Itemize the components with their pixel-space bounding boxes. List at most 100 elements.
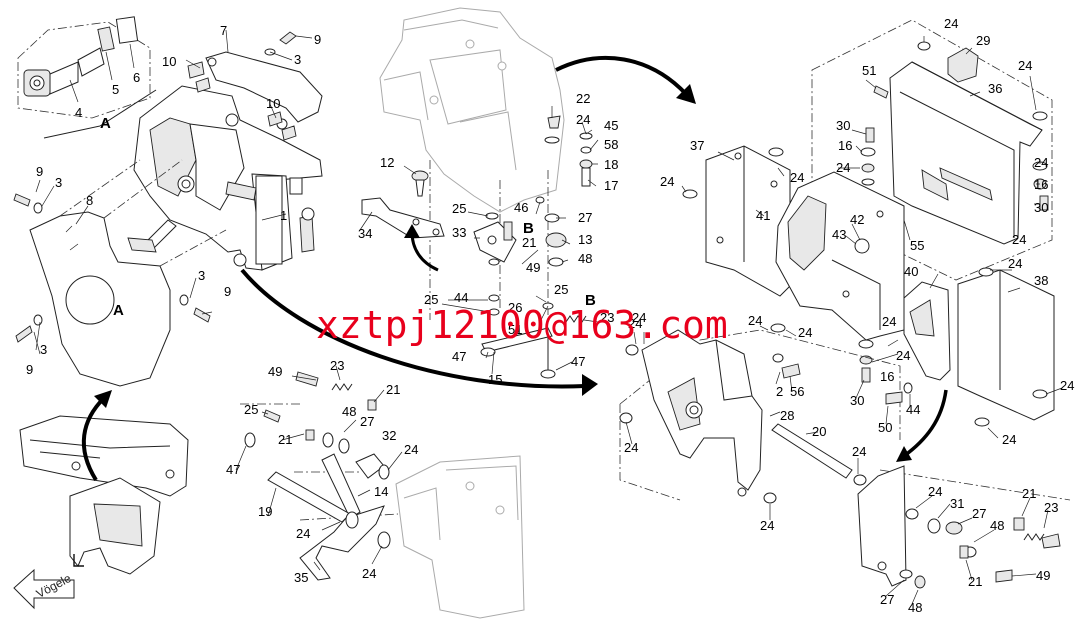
position-number-n24o: 24 bbox=[896, 348, 910, 363]
position-number-n41: 41 bbox=[756, 208, 770, 223]
switch-detail bbox=[23, 16, 139, 103]
position-number-n8: 8 bbox=[86, 193, 93, 208]
position-number-n37: 37 bbox=[690, 138, 704, 153]
position-number-n24e: 24 bbox=[362, 566, 376, 581]
position-number-n49a: 49 bbox=[526, 260, 540, 275]
position-number-n13: 13 bbox=[578, 232, 592, 247]
position-number-n49b: 49 bbox=[268, 364, 282, 379]
position-number-n27c: 27 bbox=[972, 506, 986, 521]
position-number-n30a: 30 bbox=[836, 118, 850, 133]
position-number-n16a: 16 bbox=[838, 138, 852, 153]
pedal-linkage-bottom bbox=[240, 371, 525, 619]
position-number-n32: 32 bbox=[382, 428, 396, 443]
position-number-n24l: 24 bbox=[1008, 256, 1022, 271]
position-number-n48d: 48 bbox=[908, 600, 922, 615]
position-number-n44a: 44 bbox=[454, 290, 468, 305]
position-number-n9b: 9 bbox=[36, 164, 43, 179]
position-number-n23b: 23 bbox=[330, 358, 344, 373]
position-number-n48a: 48 bbox=[578, 251, 592, 266]
position-number-n51b: 51 bbox=[862, 63, 876, 78]
position-number-n2: 2 bbox=[776, 384, 783, 399]
position-number-n24b: 24 bbox=[632, 310, 646, 325]
position-number-n36: 36 bbox=[988, 81, 1002, 96]
position-number-n24x: 24 bbox=[628, 316, 642, 331]
position-number-n42: 42 bbox=[850, 212, 864, 227]
position-number-n44b: 44 bbox=[906, 402, 920, 417]
position-number-n24h: 24 bbox=[836, 160, 850, 175]
position-number-n47c: 47 bbox=[226, 462, 240, 477]
view-marker-b-center: B bbox=[523, 220, 534, 237]
position-number-n31: 31 bbox=[950, 496, 964, 511]
position-number-n7: 7 bbox=[220, 23, 227, 38]
position-number-n21d: 21 bbox=[1022, 486, 1036, 501]
position-number-n43: 43 bbox=[832, 227, 846, 242]
position-number-n10a: 10 bbox=[162, 54, 176, 69]
position-number-n48b: 48 bbox=[342, 404, 356, 419]
frame-top-center bbox=[379, 7, 565, 320]
view-markers: A A B B bbox=[100, 115, 596, 319]
position-number-n24i: 24 bbox=[1018, 58, 1032, 73]
position-number-n21b: 21 bbox=[386, 382, 400, 397]
position-number-n27a: 27 bbox=[578, 210, 592, 225]
position-number-n20: 20 bbox=[812, 424, 826, 439]
lower-frame-right bbox=[619, 329, 1071, 589]
position-number-n24s: 24 bbox=[624, 440, 638, 455]
position-number-n47b: 47 bbox=[571, 354, 585, 369]
position-number-n24p: 24 bbox=[798, 325, 812, 340]
position-number-n56: 56 bbox=[790, 384, 804, 399]
position-number-n21a: 21 bbox=[522, 235, 536, 250]
position-number-n38: 38 bbox=[1034, 273, 1048, 288]
position-number-n24v: 24 bbox=[928, 484, 942, 499]
position-number-n6: 6 bbox=[133, 70, 140, 85]
position-number-n26: 26 bbox=[508, 300, 522, 315]
position-number-n33: 33 bbox=[452, 225, 466, 240]
position-number-n30c: 30 bbox=[850, 393, 864, 408]
position-number-n9c: 9 bbox=[224, 284, 231, 299]
position-number-n10b: 10 bbox=[266, 96, 280, 111]
view-marker-a-top: A bbox=[100, 115, 111, 132]
position-number-n14: 14 bbox=[374, 484, 388, 499]
bolt-group-top bbox=[187, 31, 297, 141]
position-number-n4: 4 bbox=[75, 105, 82, 120]
position-number-n21e: 21 bbox=[968, 574, 982, 589]
position-number-n16c: 16 bbox=[880, 369, 894, 384]
position-number-n15: 15 bbox=[488, 372, 502, 387]
position-number-n27b: 27 bbox=[360, 414, 374, 429]
position-number-n45: 45 bbox=[604, 118, 618, 133]
view-marker-a-guard: A bbox=[113, 302, 124, 319]
position-number-n12: 12 bbox=[380, 155, 394, 170]
position-number-n51a: 51 bbox=[508, 322, 522, 337]
position-number-n25d: 25 bbox=[244, 402, 258, 417]
view-marker-b-lower: B bbox=[585, 292, 596, 309]
position-number-n24j: 24 bbox=[660, 174, 674, 189]
position-number-n9a: 9 bbox=[314, 32, 321, 47]
position-number-n24k: 24 bbox=[790, 170, 804, 185]
position-number-n24f: 24 bbox=[748, 313, 762, 328]
position-number-n21c: 21 bbox=[278, 432, 292, 447]
position-number-n5: 5 bbox=[112, 82, 119, 97]
position-number-n28: 28 bbox=[780, 408, 794, 423]
position-number-n58: 58 bbox=[604, 137, 618, 152]
position-number-n29: 29 bbox=[976, 33, 990, 48]
position-number-n40: 40 bbox=[904, 264, 918, 279]
position-number-n3a: 3 bbox=[294, 52, 301, 67]
position-number-n17: 17 bbox=[604, 178, 618, 193]
position-number-n24t: 24 bbox=[760, 518, 774, 533]
position-number-n34: 34 bbox=[358, 226, 372, 241]
position-number-n24m: 24 bbox=[1012, 232, 1026, 247]
position-number-n35: 35 bbox=[294, 570, 308, 585]
position-number-n24a: 24 bbox=[576, 112, 590, 127]
position-number-n24n: 24 bbox=[1034, 155, 1048, 170]
position-number-n25b: 25 bbox=[424, 292, 438, 307]
position-number-n3b: 3 bbox=[55, 175, 62, 190]
position-number-n47a: 47 bbox=[452, 349, 466, 364]
pedal-bracket-assembly: Vögele bbox=[13, 16, 323, 610]
position-number-n3c: 3 bbox=[198, 268, 205, 283]
position-number-n25c: 25 bbox=[554, 282, 568, 297]
small-parts-center bbox=[361, 115, 593, 379]
position-number-n50: 50 bbox=[878, 420, 892, 435]
leader-lines bbox=[33, 29, 1063, 605]
